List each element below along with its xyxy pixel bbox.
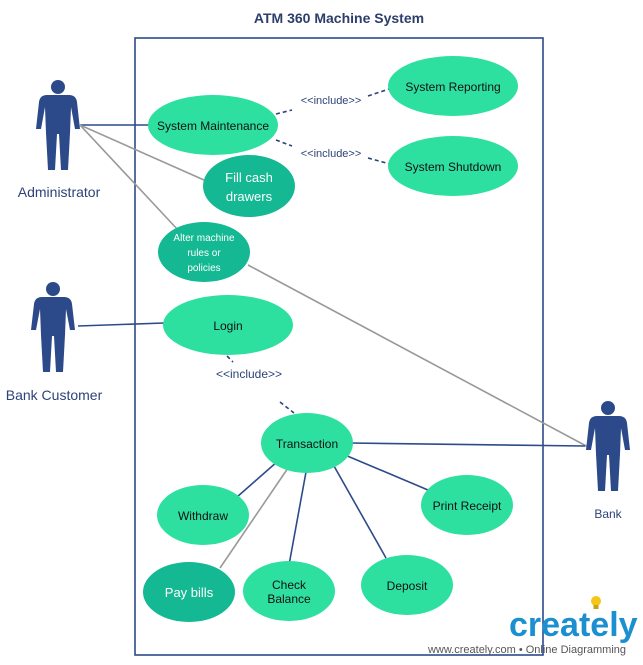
use-case-shape — [421, 475, 513, 535]
use-case-shape — [163, 295, 293, 355]
assoc-transaction-withdraw — [236, 460, 279, 498]
assoc-bank-transaction — [349, 442, 586, 447]
use-case-label: Login — [213, 319, 242, 333]
use-case-system-shutdown[interactable]: System Shutdown — [388, 136, 518, 196]
lightbulb-icon — [591, 596, 601, 609]
use-case-label-line-1: Alter machine — [173, 233, 235, 244]
use-case-label-line-2: Balance — [267, 592, 311, 606]
use-case-login[interactable]: Login — [163, 295, 293, 355]
include-line-login-b — [279, 401, 295, 414]
include-line-login-a — [226, 355, 234, 363]
use-case-label-line-3: policies — [187, 263, 220, 274]
diagram-title: ATM 360 Machine System — [254, 10, 424, 26]
actor-administrator[interactable]: Administrator — [18, 80, 101, 200]
assoc-customer-login — [77, 322, 165, 327]
use-case-shape — [261, 413, 353, 473]
assoc-transaction-pay-bills — [219, 467, 289, 569]
use-case-label-line-2: rules or — [187, 248, 221, 259]
use-case-shape — [388, 56, 518, 116]
creately-tagline: www.creately.com • Online Diagramming — [427, 644, 626, 656]
use-case-label: Transaction — [276, 437, 338, 451]
use-case-print-receipt[interactable]: Print Receipt — [421, 475, 513, 535]
actor-icon — [586, 401, 630, 491]
include-label-reporting: <<include>> — [301, 95, 362, 107]
use-case-shape — [203, 155, 295, 217]
include-line-reporting-a — [275, 109, 293, 115]
use-case-system-maintenance[interactable]: System Maintenance — [148, 95, 278, 155]
use-case-withdraw[interactable]: Withdraw — [157, 485, 249, 545]
include-label-login: <<include>> — [216, 367, 282, 381]
use-case-pay-bills[interactable]: Pay bills — [143, 562, 235, 622]
actor-label: Bank Customer — [6, 387, 103, 403]
use-case-shape — [388, 136, 518, 196]
use-case-label-line-2: drawers — [226, 189, 273, 204]
system-boundary — [134, 37, 544, 656]
actor-label: Bank — [594, 507, 622, 521]
use-case-label: Withdraw — [178, 509, 228, 523]
use-case-system-reporting[interactable]: System Reporting — [388, 56, 518, 116]
use-case-label: Deposit — [387, 579, 428, 593]
actor-label: Administrator — [18, 184, 101, 200]
use-case-shape — [143, 562, 235, 622]
use-case-fill-cash-drawers[interactable]: Fill cash drawers — [203, 155, 295, 217]
actor-icon — [31, 282, 75, 372]
use-case-label-line-1: Check — [272, 578, 307, 592]
creately-logo: creately — [509, 606, 638, 644]
assoc-transaction-print-receipt — [344, 454, 429, 491]
use-case-shape — [148, 95, 278, 155]
use-case-alter-machine-rules[interactable]: Alter machine rules or policies — [158, 222, 250, 282]
assoc-transaction-check-balance — [288, 471, 307, 566]
use-case-shape — [158, 222, 250, 282]
assoc-admin-alter-rules — [79, 124, 179, 231]
use-case-label: System Maintenance — [157, 119, 269, 133]
use-case-label: System Shutdown — [405, 160, 502, 174]
include-line-shutdown-a — [275, 139, 293, 147]
creately-branding[interactable]: creately www.creately.com • Online Diagr… — [427, 596, 638, 656]
assoc-admin-fill-cash — [79, 124, 205, 181]
use-case-deposit[interactable]: Deposit — [361, 555, 453, 615]
use-case-transaction[interactable]: Transaction — [261, 413, 353, 473]
include-line-reporting-b — [367, 87, 393, 97]
actor-bank-customer[interactable]: Bank Customer — [6, 282, 103, 403]
use-case-label: Print Receipt — [433, 499, 502, 513]
associations — [77, 124, 591, 569]
use-case-shape — [157, 485, 249, 545]
assoc-bank-alter-rules — [247, 264, 591, 449]
actor-bank[interactable]: Bank — [586, 401, 630, 521]
use-case-label-line-1: Fill cash — [225, 170, 273, 185]
include-line-shutdown-b — [367, 157, 391, 165]
include-label-shutdown: <<include>> — [301, 148, 362, 160]
use-case-label: Pay bills — [165, 585, 214, 600]
include-dependencies: <<include>> <<include>> <<include>> — [216, 87, 393, 414]
actor-icon — [36, 80, 80, 170]
use-case-shape — [361, 555, 453, 615]
use-case-check-balance[interactable]: Check Balance — [243, 561, 335, 621]
use-case-label: System Reporting — [405, 80, 500, 94]
assoc-transaction-deposit — [333, 465, 387, 559]
use-case-shape — [243, 561, 335, 621]
